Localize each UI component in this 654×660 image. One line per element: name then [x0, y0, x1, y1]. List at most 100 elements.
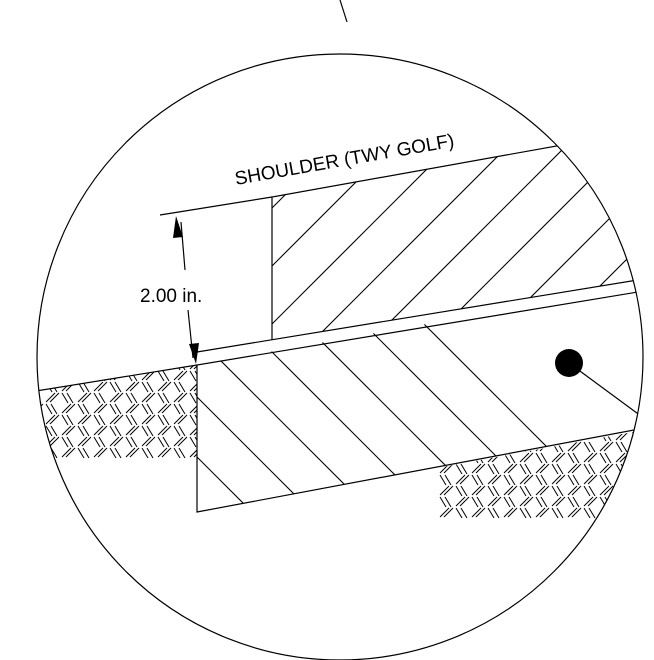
soil-stroke — [599, 496, 607, 508]
soil-stroke — [455, 441, 463, 453]
soil-stroke — [189, 381, 197, 392]
soil-stroke — [635, 427, 643, 430]
soil-stroke — [82, 403, 90, 415]
soil-stroke — [157, 447, 168, 458]
pavement-hatch-line — [197, 299, 361, 512]
soil-stroke — [455, 430, 466, 441]
soil-stroke — [130, 392, 138, 404]
soil-stroke — [50, 447, 58, 459]
shoulder-hatch-line — [272, 140, 581, 340]
soil-stroke — [157, 365, 168, 370]
soil-stroke — [77, 365, 85, 371]
soil-stroke — [37, 365, 44, 370]
soil-stroke — [551, 485, 559, 497]
soil-stroke — [125, 425, 136, 436]
soil-stroke — [189, 370, 197, 382]
soil-stroke — [66, 392, 74, 404]
soil-stroke — [636, 496, 643, 508]
soil-stroke — [109, 414, 120, 425]
soil-stroke — [503, 485, 514, 496]
soil-stroke — [588, 463, 596, 475]
soil-stroke — [572, 496, 580, 508]
soil-stroke — [587, 452, 598, 463]
soil-stroke — [475, 463, 486, 474]
soil-stroke — [443, 485, 454, 496]
soil-stroke — [173, 425, 181, 437]
soil-stroke — [50, 425, 58, 437]
soil-stroke — [178, 365, 186, 371]
soil-stroke — [177, 392, 188, 403]
pavement-hatch-line — [339, 299, 601, 512]
soil-stroke — [114, 403, 122, 415]
soil-stroke — [460, 463, 468, 475]
soil-stroke — [487, 507, 495, 519]
soil-stroke — [109, 365, 117, 371]
soil-stroke — [109, 381, 117, 393]
soil-stroke — [81, 414, 92, 425]
soil-stroke — [125, 436, 133, 448]
soil-stroke — [572, 430, 580, 442]
pavement-hatch-line — [279, 299, 541, 512]
soil-stroke — [603, 463, 614, 474]
soil-stroke — [444, 474, 452, 486]
soil-stroke — [619, 474, 630, 485]
soil-stroke — [631, 463, 642, 474]
soil-stroke — [82, 425, 90, 437]
soil-stroke — [491, 474, 502, 485]
soil-stroke — [157, 392, 165, 404]
soil-stroke — [567, 463, 578, 474]
soil-stroke — [193, 403, 197, 414]
soil-stroke — [503, 496, 511, 508]
soil-stroke — [475, 507, 486, 518]
soil-stroke — [503, 463, 514, 474]
soil-stroke — [567, 496, 575, 508]
soil-stroke — [146, 381, 154, 393]
soil-stroke — [93, 365, 104, 370]
soil-stroke — [635, 485, 643, 496]
soil-stroke — [178, 381, 186, 393]
soil-stroke — [636, 452, 643, 464]
soil-stroke — [487, 463, 495, 475]
soil-stroke — [45, 381, 53, 393]
soil-stroke — [455, 496, 466, 507]
soil-stroke — [82, 381, 90, 393]
soil-stroke — [636, 474, 643, 486]
soil-stroke — [492, 485, 500, 497]
soil-stroke — [535, 474, 543, 486]
soil-stroke — [539, 507, 550, 518]
dimension-extension-line — [159, 196, 273, 216]
soil-stroke — [65, 403, 76, 414]
soil-stroke — [631, 496, 639, 508]
soil-stroke — [556, 427, 564, 431]
shoulder-hatch-line — [272, 140, 643, 340]
soil-stroke — [571, 463, 582, 474]
dowel-leader — [568, 362, 643, 431]
soil-stroke — [604, 452, 612, 464]
soil-stroke — [631, 507, 642, 518]
soil-stroke — [177, 370, 188, 381]
soil-stroke — [523, 452, 534, 463]
soil-stroke — [146, 425, 154, 437]
soil-stroke — [535, 452, 543, 464]
soil-stroke — [77, 403, 85, 415]
soil-stroke — [178, 403, 186, 415]
soil-stroke — [98, 414, 106, 426]
soil-stroke — [491, 430, 502, 441]
soil-stroke — [146, 447, 154, 459]
soil-stroke — [492, 463, 500, 475]
soil-stroke — [631, 441, 642, 452]
soil-stroke — [77, 414, 88, 425]
soil-stroke — [45, 414, 56, 425]
soil-stroke — [567, 485, 578, 496]
soil-stroke — [141, 365, 149, 371]
soil-stroke — [178, 425, 186, 437]
soil-stroke — [173, 436, 184, 447]
soil-stroke — [82, 447, 90, 459]
soil-stroke — [157, 370, 165, 382]
soil-stroke — [535, 485, 546, 496]
soil-stroke — [130, 414, 138, 426]
soil-stroke — [648, 464, 654, 474]
soil-stroke — [551, 452, 562, 463]
soil-stroke — [631, 452, 639, 464]
soil-stroke — [604, 474, 612, 486]
